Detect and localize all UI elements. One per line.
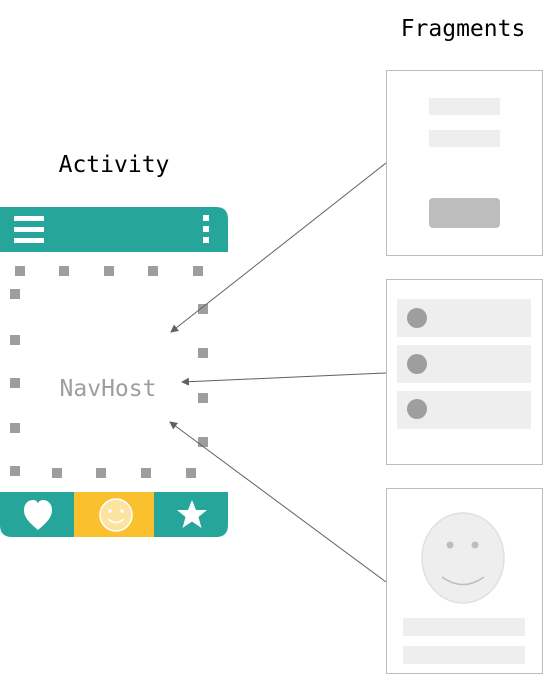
- text-line-placeholder: [429, 130, 500, 147]
- arrow-list-to-navhost: [181, 372, 387, 386]
- smiley-icon[interactable]: [99, 498, 133, 532]
- vertical-dots-icon[interactable]: [203, 215, 209, 243]
- list-item: [397, 299, 531, 337]
- activity-title: Activity: [59, 152, 170, 178]
- list-item: [397, 391, 531, 429]
- navhost-container: [10, 266, 208, 478]
- navhost-label: NavHost: [60, 376, 157, 402]
- list-item: [397, 345, 531, 383]
- text-line-placeholder: [429, 98, 500, 115]
- activity-app-bar: [0, 207, 228, 252]
- star-icon[interactable]: [177, 500, 207, 528]
- hamburger-menu-icon[interactable]: [14, 216, 44, 243]
- text-line-placeholder: [403, 618, 525, 636]
- arrow-profile-to-navhost: [169, 421, 387, 583]
- fragment-profile: [386, 488, 543, 674]
- face-avatar-icon: [421, 512, 505, 604]
- fragment-form: [386, 70, 543, 256]
- bottom-navigation-bar: [0, 492, 228, 537]
- fragments-title: Fragments: [401, 16, 526, 42]
- heart-icon[interactable]: [24, 500, 52, 530]
- fragment-list: [386, 279, 543, 465]
- button-placeholder: [429, 198, 500, 228]
- text-line-placeholder: [403, 646, 525, 664]
- arrow-form-to-navhost: [170, 162, 387, 333]
